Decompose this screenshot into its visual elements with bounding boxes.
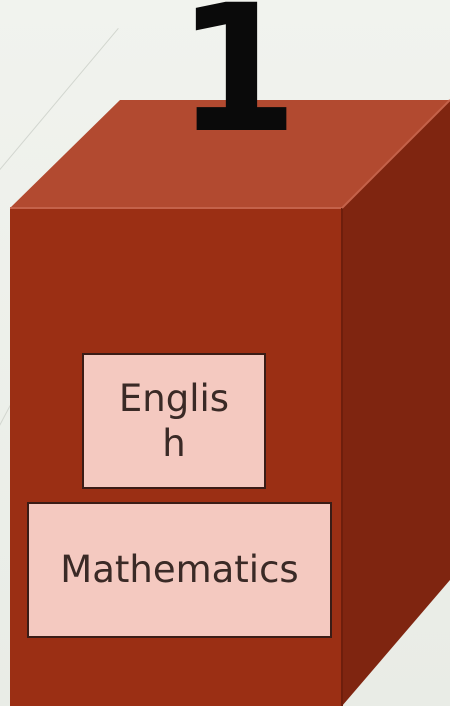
rank-number: 1 [176,0,299,172]
subject-box-english: English [82,353,266,489]
block-top-face [10,100,450,208]
block-side-face [342,100,450,706]
subject-box-mathematics: Mathematics [27,502,332,638]
block-edge [341,99,450,209]
